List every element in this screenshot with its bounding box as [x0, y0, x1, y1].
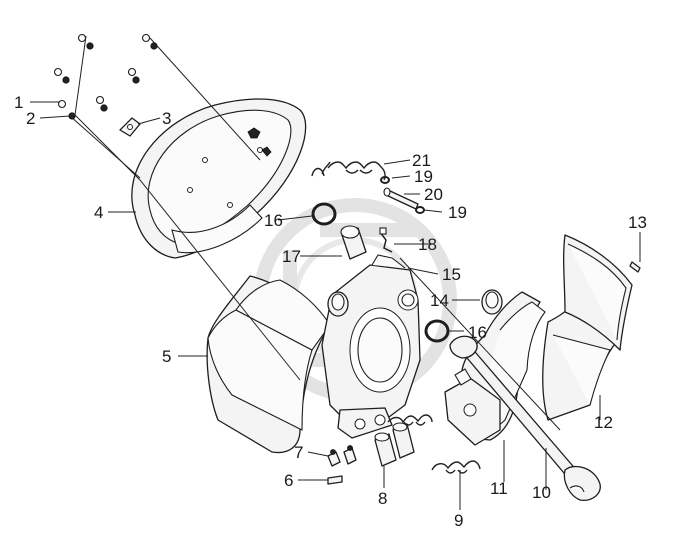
return-spring — [311, 161, 386, 181]
bolt-pair — [141, 33, 158, 50]
callout-5: 5 — [162, 347, 171, 366]
callout-3: 3 — [162, 109, 171, 128]
callout-13: 13 — [628, 213, 647, 232]
retainer-clip — [379, 227, 393, 253]
callout-19-lower: 19 — [448, 203, 467, 222]
callout-9: 9 — [454, 511, 463, 530]
callout-16-lower: 16 — [468, 323, 487, 342]
callout-17: 17 — [282, 247, 301, 266]
callout-10: 10 — [532, 483, 551, 502]
bushing-left — [327, 291, 349, 317]
callout-19-upper: 19 — [414, 167, 433, 186]
o-ring-upper — [311, 202, 337, 226]
callout-6: 6 — [284, 471, 293, 490]
anchor-pins — [374, 422, 415, 467]
callout-11: 11 — [490, 479, 508, 498]
bolt-pair — [53, 67, 70, 84]
grease-fitting-2 — [343, 445, 357, 465]
brake-lining-far-right — [563, 234, 641, 351]
callout-20: 20 — [424, 185, 443, 204]
bolt-pair — [95, 95, 108, 112]
grease-fitting-1 — [327, 449, 341, 467]
roller — [340, 225, 367, 260]
bolts-and-nuts — [53, 33, 158, 120]
callout-16-upper: 16 — [264, 211, 283, 230]
callout-15: 15 — [442, 265, 461, 284]
callout-labels: 1 2 3 4 5 6 7 8 9 10 11 12 13 14 15 16 1… — [14, 93, 647, 530]
callout-2: 2 — [26, 109, 35, 128]
callout-12: 12 — [594, 413, 613, 432]
brake-lining-right — [542, 304, 619, 421]
bolt-pair — [127, 67, 140, 84]
hold-down-spring — [387, 414, 433, 426]
pin-clip-lower — [415, 206, 425, 214]
callout-1: 1 — [14, 93, 23, 112]
brake-spider — [321, 254, 421, 439]
callout-4: 4 — [94, 203, 103, 222]
return-spring-lower — [431, 460, 481, 474]
leader-lines — [30, 35, 641, 510]
dust-shield — [131, 98, 307, 259]
s-camshaft — [449, 335, 601, 501]
callout-14: 14 — [430, 291, 449, 310]
sensor-bracket — [119, 117, 141, 137]
brake-lining-left — [206, 275, 331, 454]
seal-shim — [327, 475, 343, 485]
callout-18: 18 — [418, 235, 437, 254]
callout-7: 7 — [294, 443, 303, 462]
bushing-right — [481, 289, 503, 315]
callout-8: 8 — [378, 489, 387, 508]
callout-21: 21 — [412, 151, 431, 170]
pin-clip-upper — [380, 176, 390, 184]
